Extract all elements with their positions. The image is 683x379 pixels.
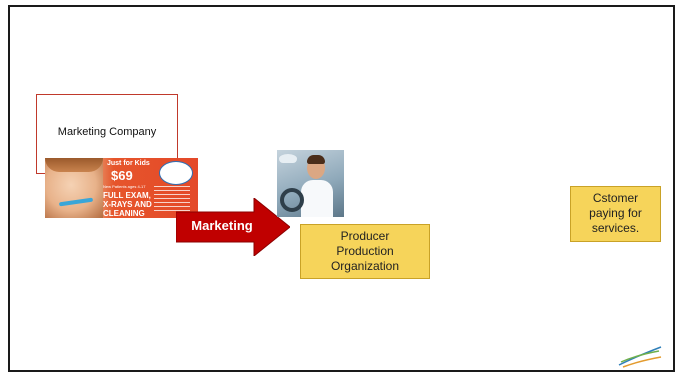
producer-note-line: Organization — [330, 259, 400, 273]
dental-lamp-icon — [279, 154, 297, 163]
ad-price: $69 — [111, 168, 133, 183]
customer-note: Cstomer paying for services. — [570, 186, 661, 242]
ad-offer-line: CLEANING — [103, 209, 145, 218]
marketing-arrow-label: Marketing — [191, 218, 253, 233]
producer-note-line: Production — [336, 244, 394, 258]
customer-note-line: Cstomer — [592, 191, 639, 205]
dentist-photo — [277, 150, 344, 217]
dentist-coat — [301, 180, 333, 217]
customer-note-line: services. — [591, 221, 640, 235]
ad-fine-print: New Patients ages 4-17 — [103, 184, 146, 189]
child-hair — [45, 158, 103, 172]
producer-note: Producer Production Organization — [300, 224, 430, 279]
marketing-arrow — [176, 198, 290, 256]
advertisement-image: Just for Kids $69 New Patients ages 4-17… — [45, 158, 198, 218]
clinic-logo-icon — [159, 161, 193, 185]
producer-note-line: Producer — [340, 229, 390, 243]
wave-logo-icon — [618, 346, 662, 368]
customer-note-line: paying for — [589, 206, 642, 220]
dental-chair-icon — [280, 188, 304, 212]
ad-contact-info — [154, 186, 190, 214]
ad-offer-line: FULL EXAM, — [103, 191, 151, 200]
marketing-company-label: Marketing Company — [57, 126, 157, 138]
ad-headline: Just for Kids — [107, 160, 150, 167]
ad-offer-line: X-RAYS AND — [103, 200, 152, 209]
dentist-hair — [307, 155, 325, 164]
